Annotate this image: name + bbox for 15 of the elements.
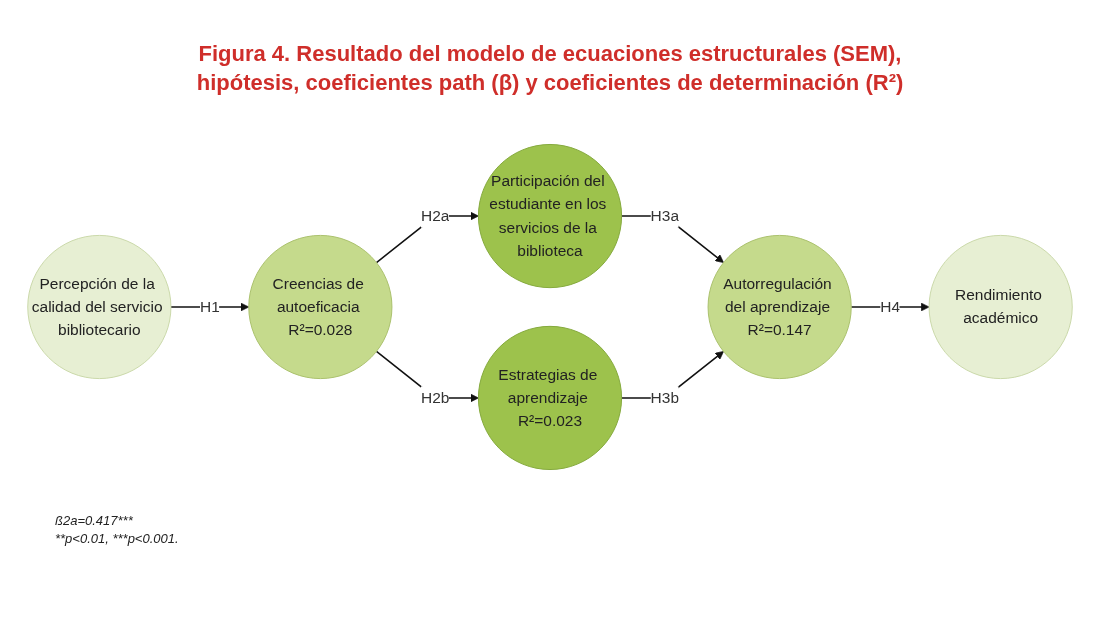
node-circle: Estrategias de aprendizaje R²=0.023 — [477, 326, 623, 471]
edge-label: H3b — [650, 389, 680, 406]
node-circle: Participación del estudiante en los servicios de la biblioteca — [477, 144, 623, 289]
coefficient-note: ß2a=0.417*** — [55, 513, 133, 529]
node-circle: Percepción de la calidad del servicio bibliotecario — [27, 235, 172, 380]
node-circle: Autorregulación del aprendizaje R²=0.147 — [707, 235, 852, 380]
edge-label: H4 — [880, 298, 901, 315]
footnote: **p<0.01, ***p<0.001. — [55, 531, 179, 547]
edge-label: H2a — [420, 207, 450, 224]
figure-title: Figura 4. Resultado del modelo de ecuaciones estructurales (SEM), hipótesis, coeficientes path (β) y coeficientes de determinación (R²) — [195, 40, 905, 97]
node-circle: Creencias de autoeficacia R²=0.028 — [248, 235, 393, 380]
node-circle: Rendimiento académico — [928, 235, 1073, 380]
edge-label: H1 — [199, 298, 220, 315]
edge-label: H3a — [650, 207, 680, 224]
edge-label: H2b — [420, 389, 450, 406]
